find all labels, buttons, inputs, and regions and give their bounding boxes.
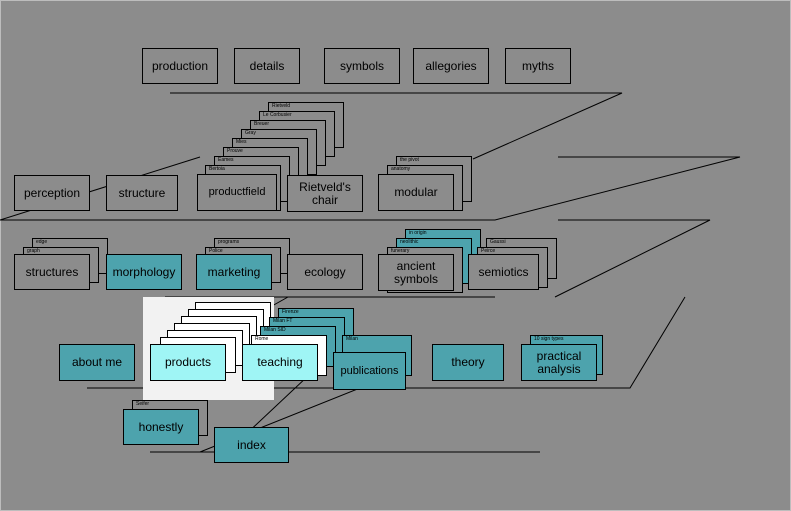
node-details[interactable]: details <box>234 48 300 84</box>
node-marketing[interactable]: marketing <box>196 254 272 290</box>
node-structures[interactable]: structures <box>14 254 90 290</box>
node-products[interactable]: products <box>150 344 226 381</box>
node-teaching[interactable]: teaching <box>242 344 318 381</box>
node-structure[interactable]: structure <box>106 175 178 211</box>
node-honestly[interactable]: honestly <box>123 409 199 445</box>
node-ancient-symbols[interactable]: ancient symbols <box>378 254 454 291</box>
node-rietveld-chair[interactable]: Rietveld's chair <box>287 175 363 212</box>
node-publications[interactable]: publications <box>333 352 406 390</box>
node-practical-analysis[interactable]: practical analysis <box>521 344 597 381</box>
node-morphology[interactable]: morphology <box>106 254 182 290</box>
node-ecology[interactable]: ecology <box>287 254 363 290</box>
node-index[interactable]: index <box>214 427 289 463</box>
node-productfield[interactable]: productfield <box>197 174 277 211</box>
node-allegories[interactable]: allegories <box>413 48 489 84</box>
node-symbols[interactable]: symbols <box>324 48 400 84</box>
node-semiotics[interactable]: semiotics <box>468 254 539 290</box>
node-modular[interactable]: modular <box>378 174 454 211</box>
node-perception[interactable]: perception <box>14 175 90 211</box>
node-theory[interactable]: theory <box>432 344 504 381</box>
node-about-me[interactable]: about me <box>59 344 135 381</box>
node-myths[interactable]: myths <box>505 48 571 84</box>
node-production[interactable]: production <box>142 48 218 84</box>
